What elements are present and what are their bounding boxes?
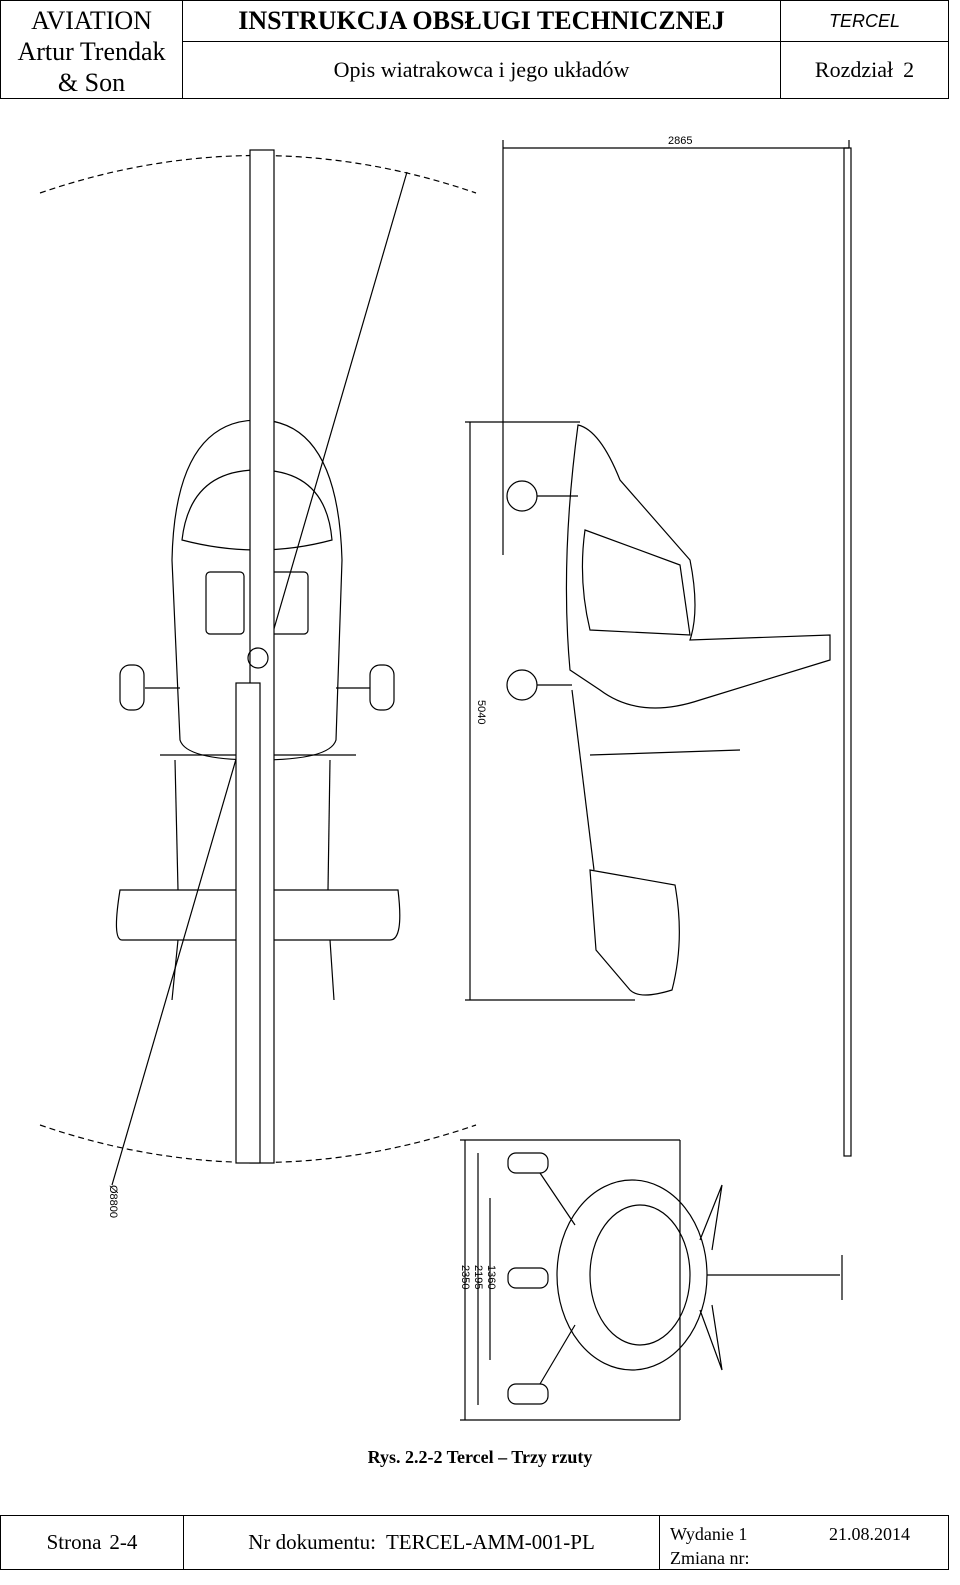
rotor-blade-lower — [235, 682, 261, 1164]
rotor-diameter-label: Ø8800 — [107, 1185, 119, 1218]
cabin-window-left — [205, 571, 245, 635]
side-nose-wheel — [506, 480, 538, 512]
edition-date: 21.08.2014 — [829, 1524, 910, 1544]
side-propeller — [589, 749, 741, 756]
chapter-number: 2 — [903, 57, 915, 82]
side-tail-boom — [571, 689, 595, 871]
figure-caption: Rys. 2.2-2 Tercel – Trzy rzuty — [367, 1447, 593, 1467]
side-fuselage — [565, 424, 831, 709]
page-label: Strona — [46, 1530, 102, 1554]
top-view: Ø8800 — [39, 149, 477, 1218]
doc-number: TERCEL-AMM-001-PL — [385, 1530, 595, 1554]
top-width-label: 2865 — [668, 135, 692, 147]
doc-label: Nr dokumentu: — [248, 1530, 376, 1554]
side-window — [581, 529, 691, 636]
chapter-word: Rozdział — [814, 57, 894, 82]
rotor-hub — [247, 647, 269, 669]
change-label: Zmiana nr: — [670, 1548, 750, 1568]
front-wheel-bottom — [507, 1383, 549, 1405]
page-header: AVIATION Artur Trendak & Son INSTRUKCJA … — [0, 0, 949, 99]
front-canopy — [589, 1204, 691, 1346]
length-label: 5040 — [475, 700, 487, 724]
front-wheel-middle — [507, 1267, 549, 1289]
document-number-cell: Nr dokumentu: TERCEL-AMM-001-PL — [184, 1516, 660, 1569]
front-prop-bottom — [699, 1304, 723, 1371]
section-subtitle: Opis wiatrakowca i jego układów — [333, 57, 630, 82]
edition-cell: Wydanie 1 21.08.2014 Zmiana nr: — [660, 1516, 948, 1569]
side-tail-fin — [589, 869, 680, 996]
track-inner-label: 1360 — [485, 1265, 497, 1289]
front-wheel-top — [507, 1152, 549, 1174]
front-strut-bottom — [539, 1324, 576, 1385]
wheel-left — [119, 664, 145, 711]
front-strut-top — [539, 1172, 576, 1226]
track-outer-label: 2350 — [459, 1265, 471, 1289]
three-view-drawing: Ø8800 2865 5040 2350 — [39, 135, 852, 1421]
edition-label: Wydanie 1 — [670, 1524, 748, 1544]
company-line-1: AVIATION — [31, 6, 152, 35]
side-view: 2865 5040 — [465, 135, 852, 1157]
front-view: 2350 2195 1360 — [459, 1139, 843, 1421]
front-cabin — [556, 1179, 708, 1371]
page-number: 2-4 — [109, 1530, 138, 1554]
rotor-blade-side — [843, 147, 852, 1157]
manual-title: INSTRUKCJA OBSŁUGI TECHNICZNEJ — [183, 1, 780, 42]
horizontal-stabilizer — [115, 889, 401, 941]
chapter-label: Rozdział 2 — [781, 42, 948, 98]
page-number-cell: Strona 2-4 — [1, 1516, 184, 1569]
company-line-2: Artur Trendak — [17, 37, 166, 66]
page-footer: Strona 2-4 Nr dokumentu: TERCEL-AMM-001-… — [0, 1515, 949, 1570]
side-main-wheel — [506, 669, 538, 701]
front-prop-top — [699, 1184, 723, 1251]
tail-boom-right — [327, 759, 331, 891]
brand-name: TERCEL — [781, 1, 948, 42]
track-mid-label: 2195 — [472, 1265, 484, 1289]
company-name: AVIATION Artur Trendak & Son — [1, 1, 183, 98]
wheel-right — [369, 664, 395, 711]
tail-boom-left — [174, 759, 179, 891]
tail-fins — [171, 939, 335, 1001]
company-line-3: & Son — [57, 68, 126, 97]
